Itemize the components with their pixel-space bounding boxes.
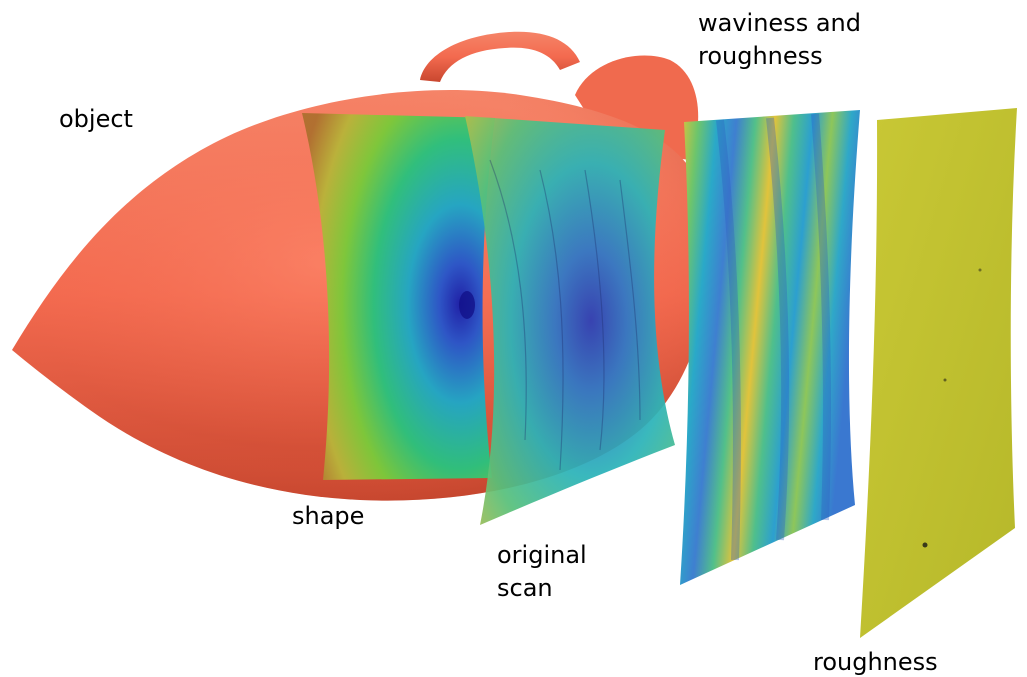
original-scan-layer xyxy=(465,116,675,525)
shape-minimum-spot xyxy=(459,291,475,319)
waviness-and-roughness-layer xyxy=(680,110,860,585)
roughness-layer xyxy=(860,108,1017,638)
object-label: object xyxy=(59,103,133,136)
original-scan-label: original scan xyxy=(497,539,587,605)
object-handle xyxy=(420,32,580,82)
roughness-label: roughness xyxy=(813,646,938,677)
shape-label: shape xyxy=(292,500,364,533)
waviness-and-roughness-label: waviness and roughness xyxy=(698,7,861,73)
